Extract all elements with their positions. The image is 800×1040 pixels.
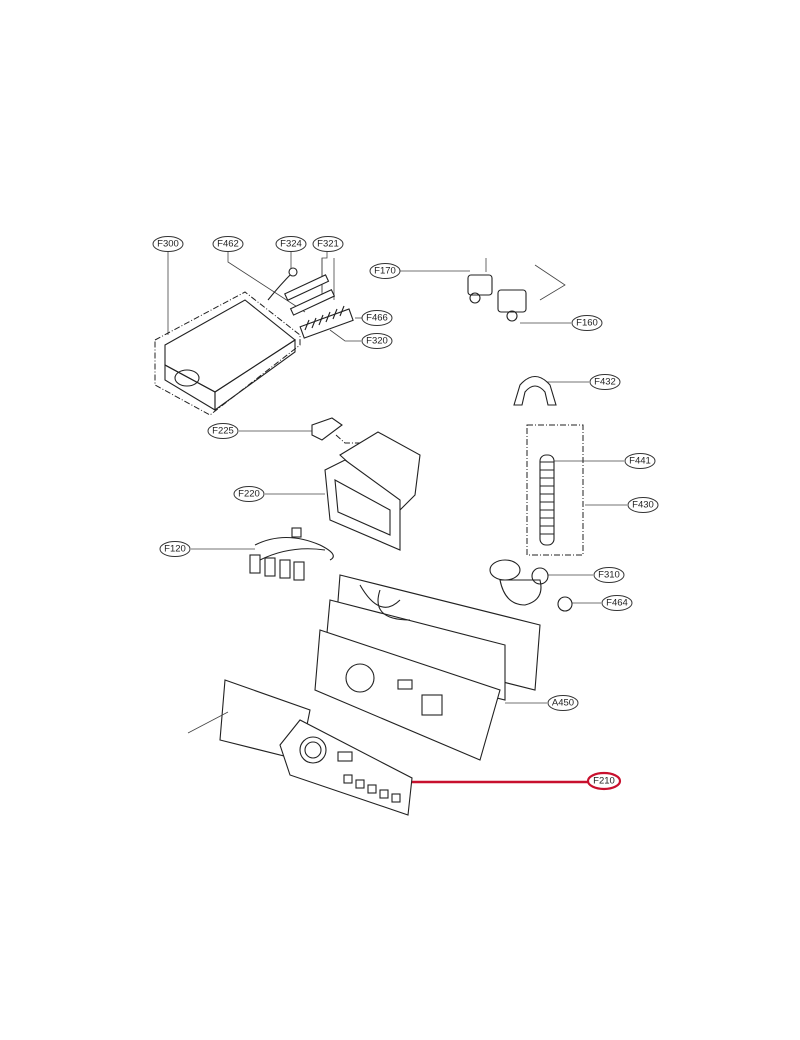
- label-f210-highlighted[interactable]: F210: [586, 771, 622, 791]
- part-f120-wire-harness: [249, 527, 334, 581]
- svg-text:F320: F320: [366, 336, 388, 347]
- part-f464-clamp: [557, 596, 573, 612]
- svg-text:F441: F441: [629, 456, 651, 467]
- svg-text:A450: A450: [552, 698, 574, 709]
- label-f320[interactable]: F320: [361, 333, 393, 349]
- part-f300-dispenser-housing: [154, 291, 301, 416]
- svg-text:F225: F225: [212, 426, 234, 437]
- svg-text:F324: F324: [280, 239, 302, 250]
- svg-text:F432: F432: [594, 377, 616, 388]
- part-f220-dispenser-drawer: [324, 431, 421, 551]
- svg-text:F430: F430: [632, 500, 654, 511]
- part-f225-cap: [311, 417, 375, 444]
- label-f225[interactable]: F225: [207, 423, 239, 439]
- part-f170-f160-water-valves: [467, 258, 566, 322]
- svg-text:F310: F310: [598, 570, 620, 581]
- label-f170[interactable]: F170: [369, 263, 401, 279]
- label-f321[interactable]: F321: [312, 236, 344, 252]
- label-f120[interactable]: F120: [159, 541, 191, 557]
- label-f430[interactable]: F430: [627, 497, 659, 513]
- label-f300[interactable]: F300: [152, 236, 184, 252]
- svg-text:F170: F170: [374, 266, 396, 277]
- svg-text:F462: F462: [217, 239, 239, 250]
- label-f432[interactable]: F432: [589, 374, 621, 390]
- label-f160[interactable]: F160: [571, 315, 603, 331]
- label-f324[interactable]: F324: [275, 236, 307, 252]
- svg-text:F210: F210: [593, 776, 615, 787]
- label-f220[interactable]: F220: [233, 486, 265, 502]
- svg-text:F220: F220: [238, 489, 260, 500]
- part-f432-hose-hanger: [513, 375, 557, 406]
- svg-text:F464: F464: [606, 598, 628, 609]
- label-f464[interactable]: F464: [601, 595, 633, 611]
- part-f210-control-panel: [187, 679, 413, 816]
- part-hoses: [267, 267, 354, 339]
- part-f430-drain-hose: [526, 424, 584, 556]
- svg-text:F300: F300: [157, 239, 179, 250]
- svg-text:F160: F160: [576, 318, 598, 329]
- label-a450[interactable]: A450: [547, 695, 579, 711]
- part-a450-control-board: [314, 574, 541, 761]
- label-f310[interactable]: F310: [593, 567, 625, 583]
- svg-text:F466: F466: [366, 313, 388, 324]
- label-f441[interactable]: F441: [624, 453, 656, 469]
- svg-text:F321: F321: [317, 239, 339, 250]
- label-f462[interactable]: F462: [212, 236, 244, 252]
- svg-text:F120: F120: [164, 544, 186, 555]
- leader-lines: [167, 252, 627, 784]
- label-f466[interactable]: F466: [361, 310, 393, 326]
- part-f310-pump: [489, 559, 549, 606]
